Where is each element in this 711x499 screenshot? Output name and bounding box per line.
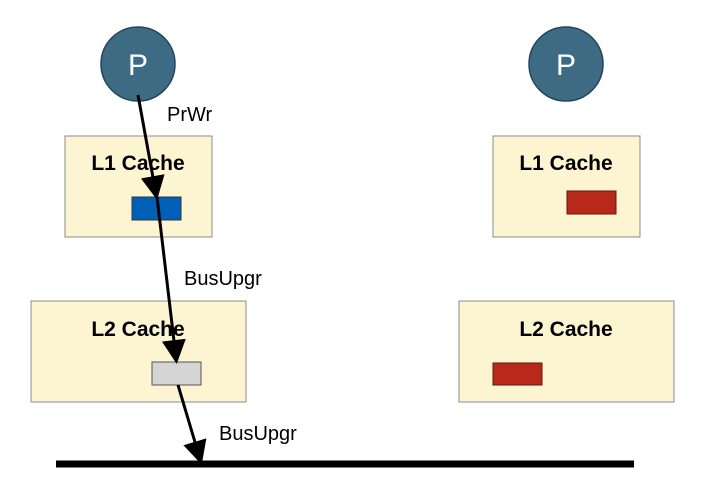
left-l2-cache: L2 Cache bbox=[30, 300, 247, 403]
left-l2-cache-line bbox=[151, 361, 202, 386]
right-l2-cache-line bbox=[492, 362, 543, 386]
right-l1-cache-line bbox=[566, 190, 617, 215]
right-l2-cache-label: L2 Cache bbox=[519, 318, 612, 341]
left-l1-cache: L1 Cache bbox=[64, 135, 213, 238]
l1-to-l2-arrow bbox=[155, 196, 186, 364]
left-l2-cache-box bbox=[30, 300, 247, 403]
l2-to-bus-label: BusUpgr bbox=[219, 423, 297, 445]
right-l2-cache-box bbox=[458, 300, 675, 403]
processor-write-label: PrWr bbox=[167, 104, 213, 126]
l2-to-bus-arrow bbox=[176, 384, 207, 465]
left-l2-cache-label: L2 Cache bbox=[91, 318, 184, 341]
right-l1-cache-box bbox=[492, 135, 641, 238]
right-l1-cache: L1 Cache bbox=[492, 135, 641, 238]
right-processor-circle bbox=[528, 26, 604, 102]
processor-write-arrow bbox=[136, 94, 165, 200]
right-l1-cache-label: L1 Cache bbox=[519, 152, 612, 175]
left-l1-cache-label: L1 Cache bbox=[91, 152, 184, 175]
right-processor-label: P bbox=[556, 49, 576, 82]
right-processor: P bbox=[528, 26, 604, 102]
l1-to-l2-label: BusUpgr bbox=[184, 268, 262, 290]
right-l2-cache: L2 Cache bbox=[458, 300, 675, 403]
left-processor-label: P bbox=[128, 49, 148, 82]
left-processor: P bbox=[100, 26, 176, 102]
